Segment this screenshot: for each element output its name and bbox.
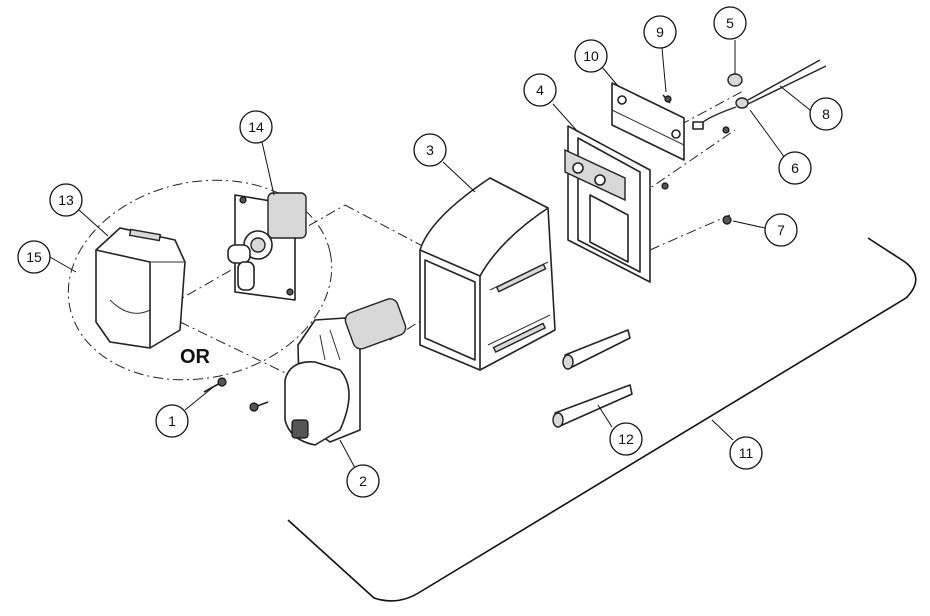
part-screw-1 — [203, 377, 227, 393]
leader-6 — [749, 109, 786, 159]
part-back-panel — [564, 125, 651, 283]
svg-text:12: 12 — [618, 431, 634, 447]
leader-12 — [597, 404, 613, 428]
svg-text:13: 13 — [58, 192, 74, 208]
callout-4: 4 — [523, 73, 557, 107]
leader-2 — [339, 439, 356, 469]
tray-outline — [287, 237, 917, 602]
part-bracket — [611, 82, 685, 161]
leader-10 — [601, 66, 619, 87]
part-screw-2 — [249, 401, 269, 412]
callout-8: 8 — [809, 97, 843, 131]
callout-7: 7 — [764, 213, 798, 247]
callout-12: 12 — [609, 422, 643, 456]
leader-9 — [661, 47, 667, 93]
callout-6: 6 — [778, 151, 812, 185]
svg-text:2: 2 — [359, 473, 367, 489]
leader-15 — [49, 256, 77, 273]
part-cover — [95, 227, 186, 349]
svg-text:5: 5 — [726, 15, 734, 31]
svg-text:7: 7 — [777, 222, 785, 238]
part-connector — [692, 97, 749, 130]
part-cable — [747, 59, 827, 105]
callout-2: 2 — [346, 464, 380, 498]
leader-7 — [732, 220, 766, 229]
part-screws-7 — [661, 126, 732, 225]
callout-1: 1 — [155, 404, 189, 438]
svg-text:14: 14 — [248, 119, 264, 135]
leader-13 — [78, 209, 109, 237]
alignment-line-2 — [344, 204, 431, 251]
svg-text:3: 3 — [426, 142, 434, 158]
leader-8 — [779, 85, 811, 111]
callout-14: 14 — [239, 110, 273, 144]
alternative-group-ellipse — [67, 179, 333, 381]
callout-15: 15 — [17, 240, 51, 274]
part-pump-motor — [284, 298, 407, 446]
alignment-line-7 — [679, 89, 746, 126]
part-screw-9 — [662, 94, 672, 104]
alignment-line-3 — [179, 321, 301, 381]
leader-1 — [184, 387, 213, 411]
leader-11 — [711, 419, 734, 441]
svg-text:10: 10 — [583, 48, 599, 64]
callout-5: 5 — [713, 6, 747, 40]
callout-11: 11 — [729, 436, 763, 470]
callout-13: 13 — [49, 183, 83, 217]
svg-text:8: 8 — [822, 106, 830, 122]
part-strip-lower — [552, 384, 633, 428]
part-grommet — [727, 73, 743, 87]
leader-4 — [552, 103, 579, 133]
part-pump-head-plate — [227, 192, 307, 301]
svg-text:11: 11 — [739, 445, 754, 461]
alignment-line-6 — [639, 129, 736, 196]
svg-text:4: 4 — [536, 82, 544, 98]
svg-text:15: 15 — [26, 249, 42, 265]
part-strip-upper — [562, 329, 631, 370]
leader-3 — [442, 161, 476, 193]
part-housing — [419, 177, 556, 371]
svg-text:6: 6 — [791, 160, 799, 176]
svg-text:9: 9 — [656, 24, 664, 40]
alternative-or-label: OR — [180, 346, 211, 368]
leader-14 — [261, 141, 275, 196]
callout-3: 3 — [413, 133, 447, 167]
callout-10: 10 — [574, 39, 608, 73]
callout-9: 9 — [643, 15, 677, 49]
alignment-line-5 — [649, 214, 731, 251]
svg-text:1: 1 — [168, 413, 176, 429]
